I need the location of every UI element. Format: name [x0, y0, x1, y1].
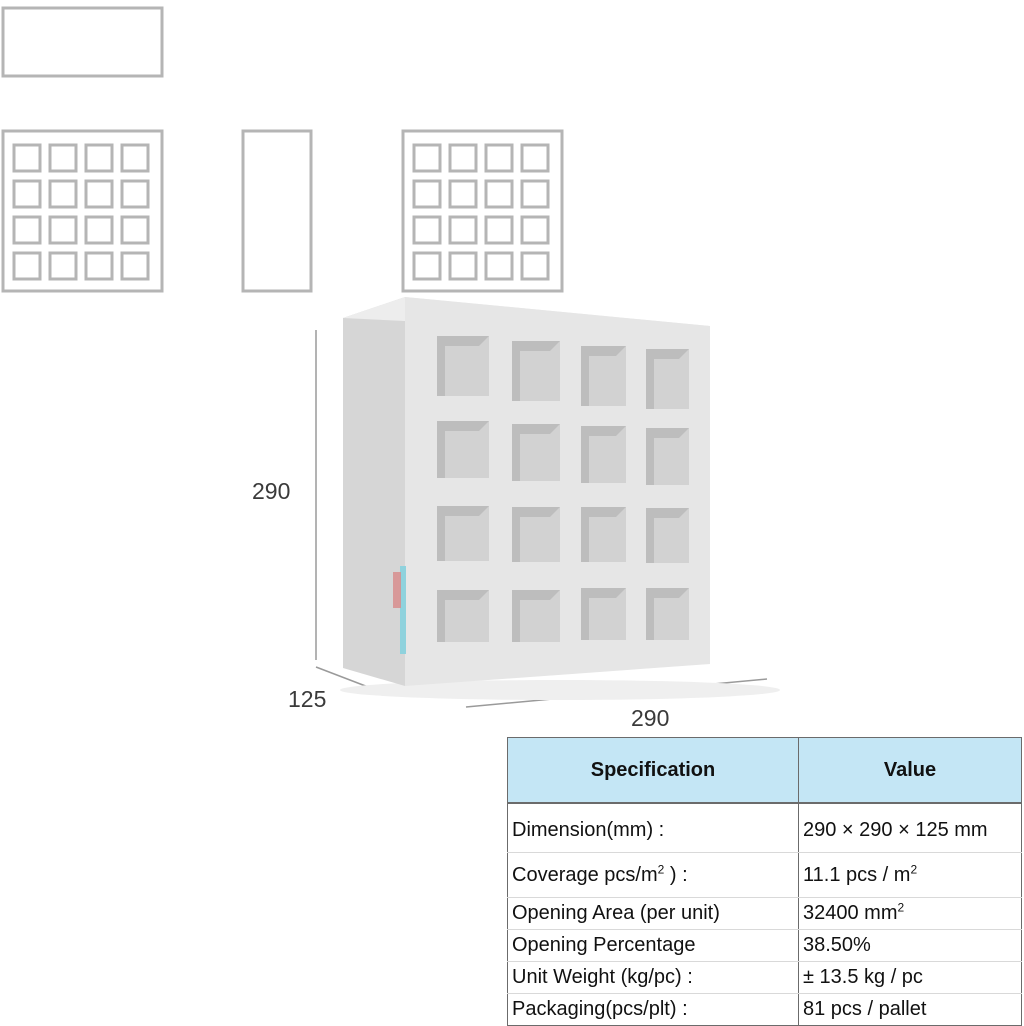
- grid-opening: [412, 251, 442, 281]
- grid-opening: [520, 179, 550, 209]
- block-opening-shadow: [437, 506, 489, 561]
- front-view-right: [401, 129, 564, 293]
- grid-opening: [120, 215, 150, 245]
- logo-mark: [400, 566, 406, 654]
- label-text-end: ) :: [664, 863, 688, 886]
- block-side-face: [343, 297, 405, 686]
- spec-label: Dimension(mm) :: [507, 803, 799, 853]
- block-opening-shadow: [646, 588, 689, 640]
- block-opening-shadow: [512, 590, 560, 642]
- table-row: Opening Area (per unit) 32400 mm2: [507, 897, 1022, 930]
- block-opening-shadow: [512, 424, 560, 481]
- block-opening-shadow: [646, 349, 689, 409]
- table-row: Opening Percentage 38.50%: [507, 929, 1022, 962]
- table-row: Coverage pcs/m2 ) : 11.1 pcs / m2: [507, 852, 1022, 898]
- value-text: 11.1 pcs / m: [803, 863, 911, 886]
- value-superscript: 2: [910, 861, 918, 876]
- grid-opening: [84, 251, 114, 281]
- grid-opening: [412, 215, 442, 245]
- table-row: Packaging(pcs/plt) : 81 pcs / pallet: [507, 993, 1022, 1026]
- block-opening-shadow: [512, 507, 560, 562]
- grid-opening: [520, 143, 550, 173]
- front-view-left: [1, 129, 164, 293]
- block-opening-shadow: [437, 336, 489, 396]
- grid-opening: [120, 143, 150, 173]
- grid-opening: [12, 179, 42, 209]
- grid-opening: [412, 143, 442, 173]
- specification-header: Specification: [507, 737, 799, 804]
- spec-label: Coverage pcs/m2 ) :: [507, 852, 799, 898]
- depth-dimension-label: 125: [288, 686, 327, 712]
- specification-table: Specification Value Dimension(mm) : 290 …: [507, 737, 1022, 1026]
- label-text: Coverage pcs/m: [512, 863, 658, 886]
- value-superscript: 2: [897, 900, 905, 915]
- table-header-row: Specification Value: [507, 737, 1022, 804]
- block-opening-shadow: [437, 590, 489, 642]
- spec-value: 290 × 290 × 125 mm: [798, 803, 1022, 853]
- grid-opening: [448, 179, 478, 209]
- grid-opening: [48, 179, 78, 209]
- grid-opening: [48, 251, 78, 281]
- spec-value: 38.50%: [798, 929, 1022, 962]
- grid-opening: [520, 251, 550, 281]
- grid-opening: [84, 215, 114, 245]
- spec-label: Unit Weight (kg/pc) :: [507, 961, 799, 994]
- spec-value: 11.1 pcs / m2: [798, 852, 1022, 898]
- spec-label: Opening Area (per unit): [507, 897, 799, 930]
- block-opening-shadow: [512, 341, 560, 401]
- grid-opening: [84, 179, 114, 209]
- grid-opening: [448, 215, 478, 245]
- grid-opening: [448, 251, 478, 281]
- block-opening-shadow: [581, 507, 626, 562]
- block-opening-shadow: [581, 588, 626, 640]
- value-header: Value: [798, 737, 1022, 804]
- grid-opening: [484, 143, 514, 173]
- top-view-outline: [1, 6, 164, 78]
- breeze-block-3d: [340, 297, 780, 700]
- grid-opening: [448, 143, 478, 173]
- spec-label: Packaging(pcs/plt) :: [507, 993, 799, 1026]
- grid-opening: [48, 215, 78, 245]
- spec-value: 81 pcs / pallet: [798, 993, 1022, 1026]
- block-opening-shadow: [646, 508, 689, 563]
- grid-opening: [484, 215, 514, 245]
- block-opening-shadow: [437, 421, 489, 478]
- block-opening-shadow: [581, 426, 626, 483]
- grid-opening: [484, 179, 514, 209]
- table-row: Dimension(mm) : 290 × 290 × 125 mm: [507, 803, 1022, 853]
- grid-opening: [412, 179, 442, 209]
- spec-value: 32400 mm2: [798, 897, 1022, 930]
- grid-opening: [48, 143, 78, 173]
- grid-opening: [12, 251, 42, 281]
- spec-value: ± 13.5 kg / pc: [798, 961, 1022, 994]
- grid-opening: [484, 251, 514, 281]
- block-opening-shadow: [646, 428, 689, 485]
- grid-opening: [120, 251, 150, 281]
- height-dimension-label: 290: [252, 478, 291, 504]
- side-view-outline: [241, 129, 313, 293]
- width-dimension-label: 290: [631, 705, 670, 731]
- grid-opening: [12, 143, 42, 173]
- value-text: 32400 mm: [803, 902, 898, 924]
- grid-opening: [84, 143, 114, 173]
- spec-label: Opening Percentage: [507, 929, 799, 962]
- product-drawing: [1, 6, 780, 708]
- grid-opening: [120, 179, 150, 209]
- table-row: Unit Weight (kg/pc) : ± 13.5 kg / pc: [507, 961, 1022, 994]
- label-superscript: 2: [657, 861, 665, 876]
- block-opening-shadow: [581, 346, 626, 406]
- grid-opening: [12, 215, 42, 245]
- grid-opening: [520, 215, 550, 245]
